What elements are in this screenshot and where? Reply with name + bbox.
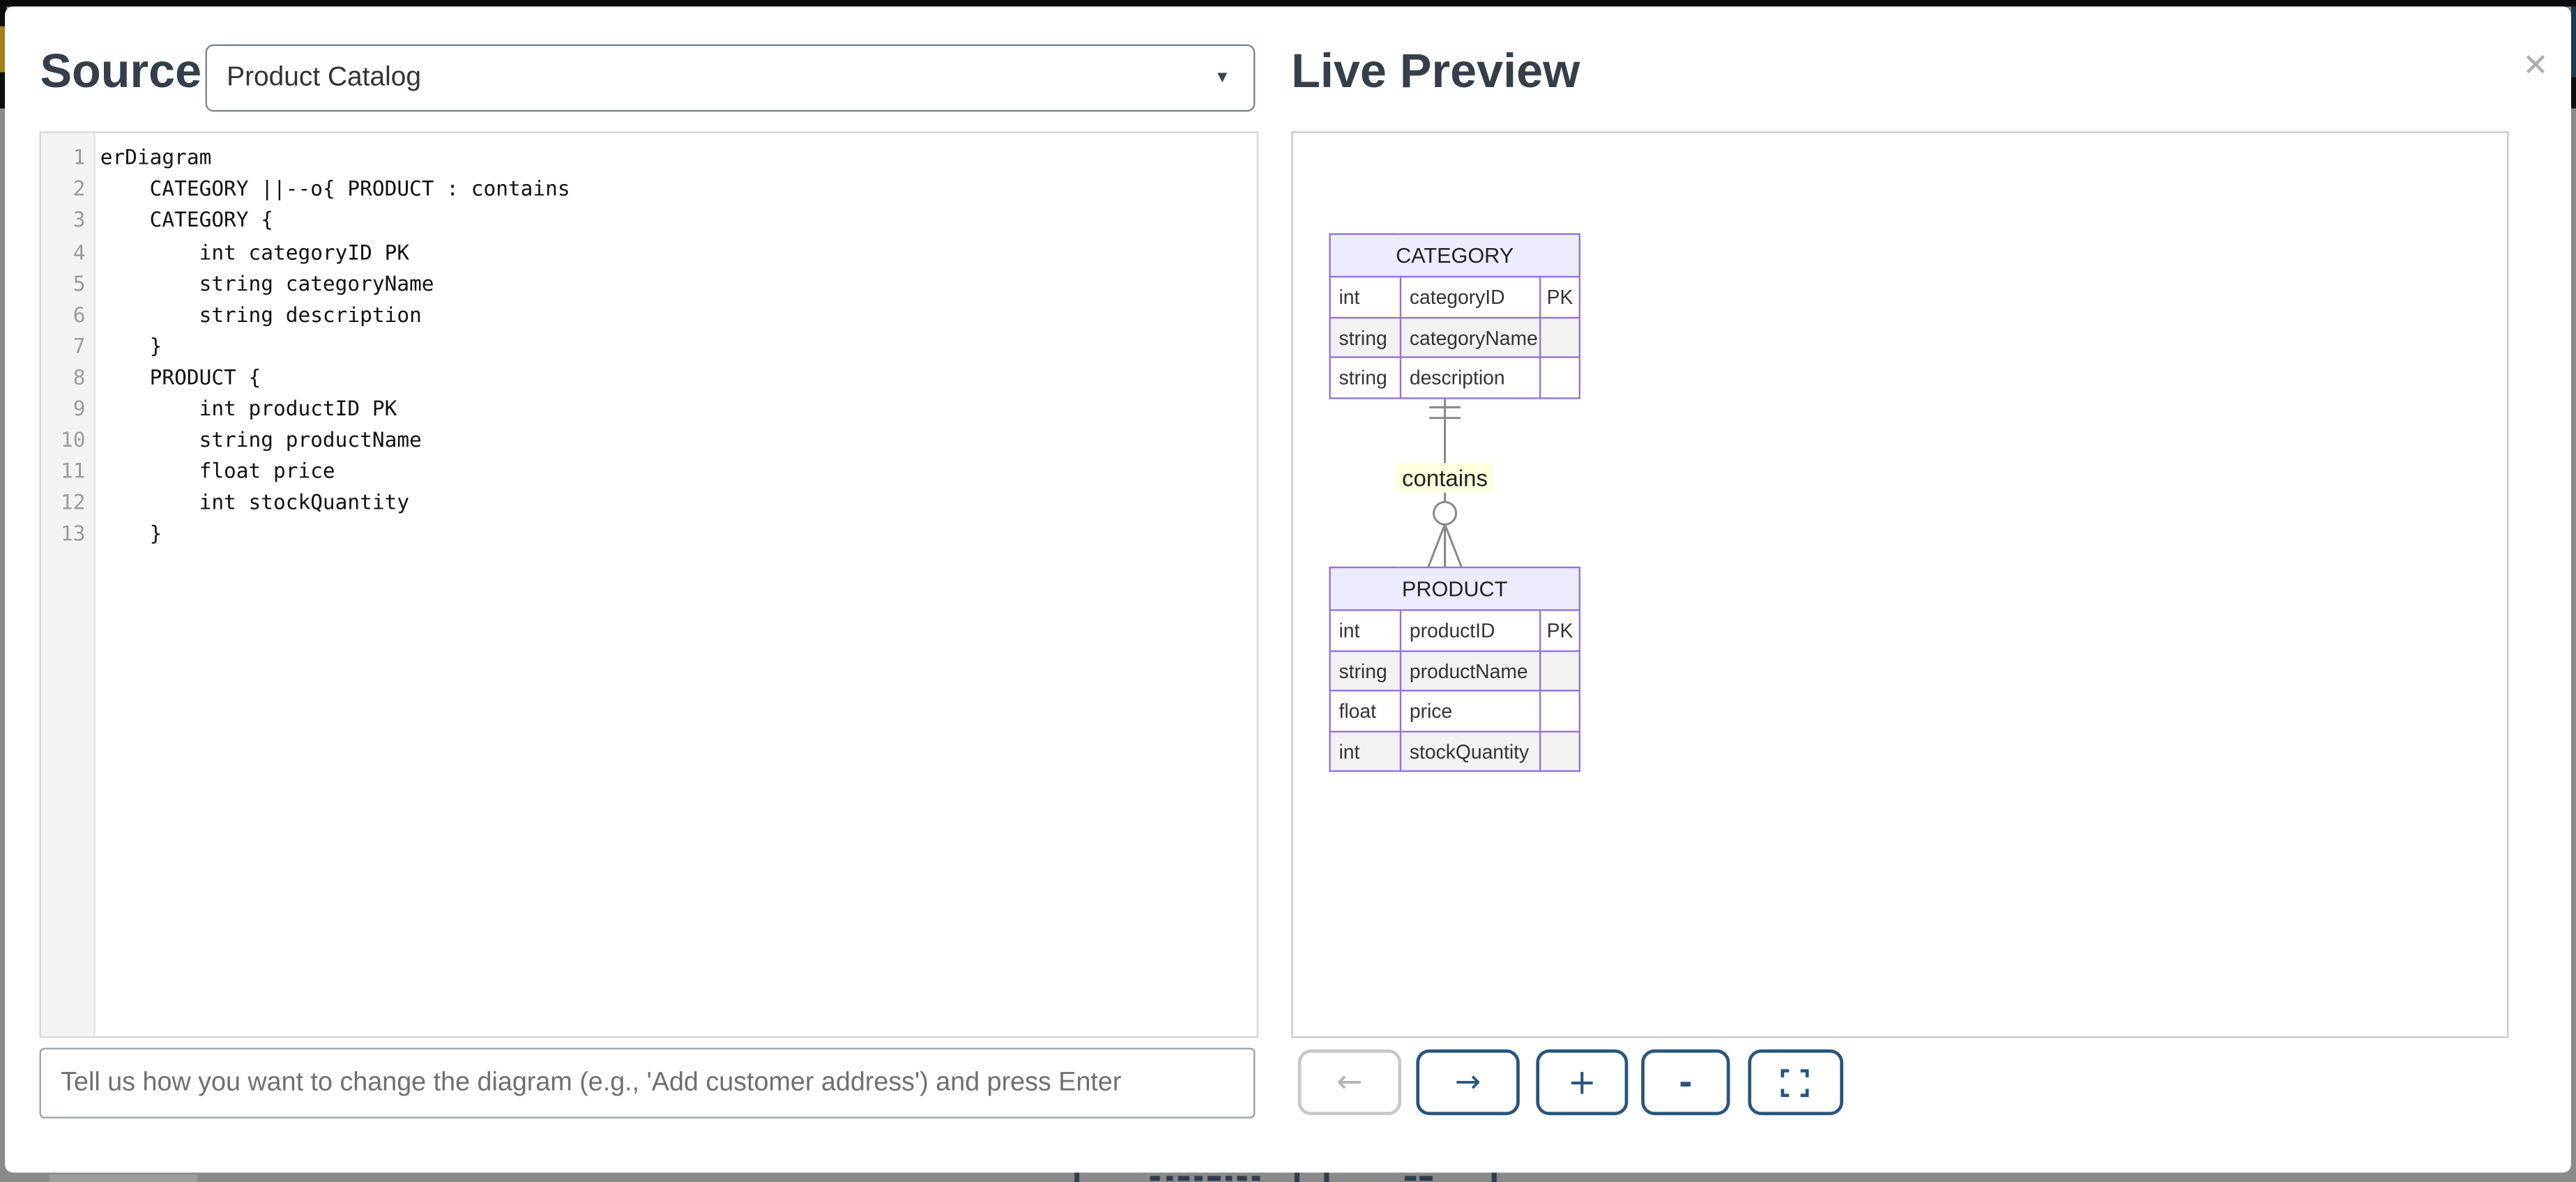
background-fragment — [1404, 1175, 1417, 1181]
background-page-topbar — [0, 0, 2576, 7]
code-line: 5 string categoryName — [73, 270, 434, 296]
background-fragment — [1251, 1175, 1260, 1181]
background-logo-fragment — [0, 25, 6, 72]
background-fragment — [1178, 1175, 1190, 1181]
line-number-gutter — [40, 133, 96, 1036]
prompt-input[interactable] — [39, 1047, 1256, 1119]
code-line: 6 string description — [73, 301, 422, 327]
fullscreen-icon — [1781, 1068, 1810, 1097]
source-panel-title: Source — [40, 46, 202, 99]
background-fragment — [1294, 1172, 1299, 1182]
relationship-label: contains — [1396, 462, 1493, 493]
background-fragment — [1225, 1175, 1233, 1181]
diagram-select-value: Product Catalog — [227, 62, 422, 92]
arrow-left-icon: ← — [1336, 1064, 1363, 1100]
code-line: 2 CATEGORY ||--o{ PRODUCT : contains — [73, 176, 570, 201]
entity-row: string categoryName — [1329, 316, 1580, 359]
entity-table-product: PRODUCT int productID PK string productN… — [1329, 567, 1580, 773]
code-line: 3 CATEGORY { — [73, 207, 273, 233]
background-fragment — [49, 1173, 197, 1182]
code-line: 7 } — [73, 332, 162, 358]
code-line: 9 int productID PK — [73, 395, 397, 421]
background-fragment — [1166, 1175, 1173, 1181]
entity-table-category: CATEGORY int categoryID PK string catego… — [1329, 233, 1580, 399]
fullscreen-button[interactable] — [1748, 1050, 1843, 1116]
code-line: 8 PRODUCT { — [73, 364, 261, 390]
background-fragment — [1207, 1175, 1221, 1181]
code-line: 11 float price — [61, 458, 335, 484]
code-line: 10 string productName — [61, 427, 422, 452]
preview-canvas[interactable]: CATEGORY int categoryID PK string catego… — [1291, 131, 2509, 1038]
entity-row: string description — [1329, 357, 1580, 399]
background-fragment — [1419, 1175, 1433, 1181]
background-fragment — [1150, 1175, 1160, 1181]
close-icon: ✕ — [2522, 47, 2549, 84]
background-fragment — [1324, 1172, 1329, 1182]
background-fragment — [1491, 1172, 1496, 1182]
zoom-in-button[interactable]: + — [1536, 1050, 1629, 1116]
chevron-down-icon: ▼ — [1214, 68, 1230, 87]
entity-row: string productName — [1329, 650, 1580, 692]
entity-row: int stockQuantity — [1329, 730, 1580, 773]
background-fragment — [1074, 1172, 1079, 1182]
background-right-edge-dark — [2570, 76, 2576, 109]
background-fragment — [1194, 1175, 1203, 1181]
background-fragment — [1237, 1175, 1247, 1181]
entity-name: CATEGORY — [1329, 233, 1580, 279]
undo-button[interactable]: ← — [1297, 1050, 1402, 1116]
minus-icon: - — [1678, 1063, 1693, 1103]
diagram-select[interactable]: Product Catalog ▼ — [205, 45, 1256, 112]
entity-name: PRODUCT — [1329, 567, 1580, 612]
entity-row: float price — [1329, 690, 1580, 732]
arrow-right-icon: → — [1454, 1064, 1481, 1100]
code-line: 13 } — [61, 521, 162, 546]
code-line: 4 int categoryID PK — [73, 238, 410, 264]
preview-panel-title: Live Preview — [1291, 46, 1580, 99]
plus-icon: + — [1567, 1061, 1597, 1102]
background-right-edge — [2570, 6, 2576, 77]
zoom-out-button[interactable]: - — [1641, 1050, 1730, 1116]
code-line: 12 int stockQuantity — [61, 489, 410, 515]
redo-button[interactable]: → — [1416, 1050, 1520, 1116]
entity-row: int productID PK — [1329, 610, 1580, 652]
entity-row: int categoryID PK — [1329, 277, 1580, 319]
close-button[interactable]: ✕ — [2513, 43, 2559, 89]
